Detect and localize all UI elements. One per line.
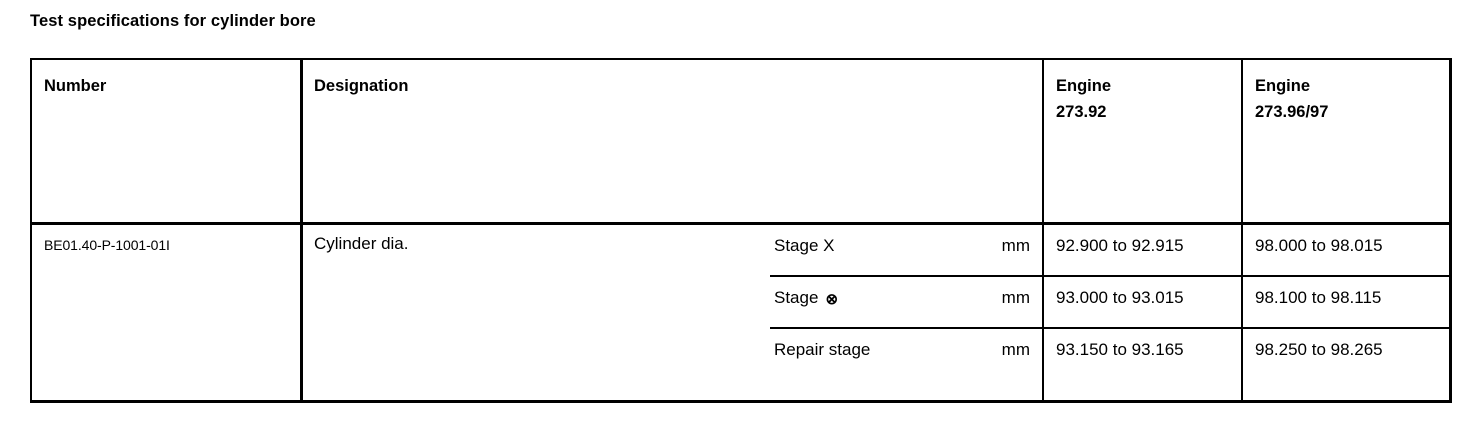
stage-1-engine-273-92-value: 92.900 to 92.915	[1056, 236, 1184, 255]
stage-2-engine-273-92-value: 93.000 to 93.015	[1056, 288, 1184, 307]
column-header-engine-273-96-97-line2: 273.96/97	[1255, 102, 1329, 121]
stage-unit-2: mm	[1001, 288, 1030, 307]
column-header-engine-273-96-97: Engine 273.96/97	[1255, 74, 1328, 125]
stage-label-3-text: Repair stage	[774, 340, 871, 359]
stage-3-engine-273-96-97-value: 98.250 to 98.265	[1255, 340, 1383, 359]
cell-number-value: BE01.40-P-1001-01I	[44, 237, 170, 253]
page-title: Test specifications for cylinder bore	[30, 12, 316, 30]
stage-label-2: Stage ⊗	[774, 288, 838, 308]
column-divider-designation	[300, 60, 303, 400]
header-separator-rule	[32, 222, 1449, 225]
column-divider-engine-273-96-97	[1241, 60, 1243, 400]
stage-1-engine-273-96-97-value: 98.000 to 98.015	[1255, 236, 1383, 255]
stage-row-1: Stage X mm 92.900 to 92.915 98.000 to 98…	[770, 225, 1449, 275]
circled-x-icon: ⊗	[825, 291, 839, 308]
stage-row-2: Stage ⊗ mm 93.000 to 93.015 98.100 to 98.…	[770, 275, 1449, 327]
column-header-engine-273-92: Engine 273.92	[1056, 74, 1111, 125]
column-header-engine-273-96-97-line1: Engine	[1255, 77, 1311, 95]
table-row: BE01.40-P-1001-01I Cylinder dia. Stage X…	[32, 225, 1449, 400]
cell-designation-value: Cylinder dia.	[314, 234, 409, 253]
stage-label-3: Repair stage	[774, 340, 870, 360]
stage-2-engine-273-96-97-value: 98.100 to 98.115	[1255, 288, 1382, 307]
column-header-engine-273-92-line2: 273.92	[1056, 102, 1107, 121]
column-header-number: Number	[44, 77, 107, 95]
stage-unit-3: mm	[1001, 340, 1030, 359]
column-header-designation: Designation	[314, 77, 409, 95]
stage-label-1: Stage X	[774, 236, 835, 256]
stage-unit-1: mm	[1001, 236, 1030, 255]
stage-row-3: Repair stage mm 93.150 to 93.165 98.250 …	[770, 327, 1449, 379]
column-divider-engine-273-92	[1042, 60, 1044, 400]
stage-subtable: Stage X mm 92.900 to 92.915 98.000 to 98…	[770, 225, 1449, 379]
stage-label-1-text: Stage X	[774, 236, 835, 255]
test-specifications-table: Number Designation Engine 273.92 Engine …	[30, 58, 1452, 403]
column-header-engine-273-92-line1: Engine	[1056, 77, 1112, 95]
stage-label-2-text: Stage	[774, 288, 819, 307]
stage-3-engine-273-92-value: 93.150 to 93.165	[1056, 340, 1184, 359]
